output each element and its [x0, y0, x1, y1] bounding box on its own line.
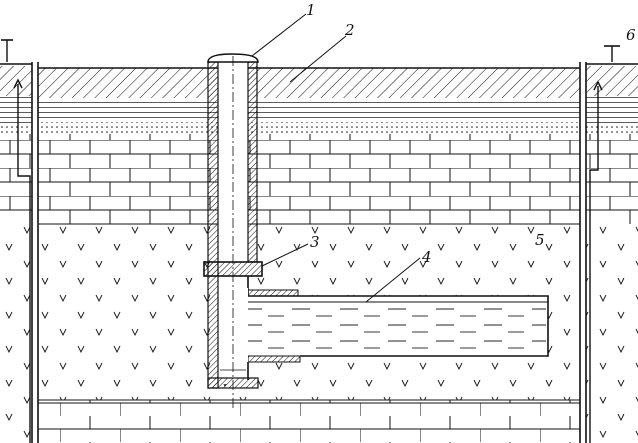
packer-seal: [203, 261, 263, 277]
casing-right-wall: [247, 61, 258, 263]
limestone-layer: [38, 134, 580, 224]
soil-layer-hatched: [38, 68, 580, 98]
cavity-top-lining: [247, 289, 299, 297]
base-slab-layer: [38, 400, 580, 443]
sand-layer: [38, 122, 580, 134]
label-host-rock: 5: [535, 231, 545, 249]
cavity-bottom-lining: [247, 355, 301, 363]
left-observation-well: [0, 39, 39, 443]
casing-tube: [207, 53, 259, 410]
casing-left-wall: [207, 61, 219, 389]
clay-layer: [38, 98, 580, 122]
label-casing-tube: 1: [306, 1, 316, 19]
label-packer-seal: 3: [310, 233, 320, 251]
label-observation-well: 6: [626, 26, 636, 44]
right-observation-well: [579, 45, 638, 443]
ground-layers: [38, 67, 580, 443]
leader-lines: [251, 13, 421, 303]
label-horizontal-cavity: 4: [421, 248, 432, 266]
label-soil-layer: 2: [344, 21, 355, 39]
horizontal-cavity: [228, 288, 549, 372]
